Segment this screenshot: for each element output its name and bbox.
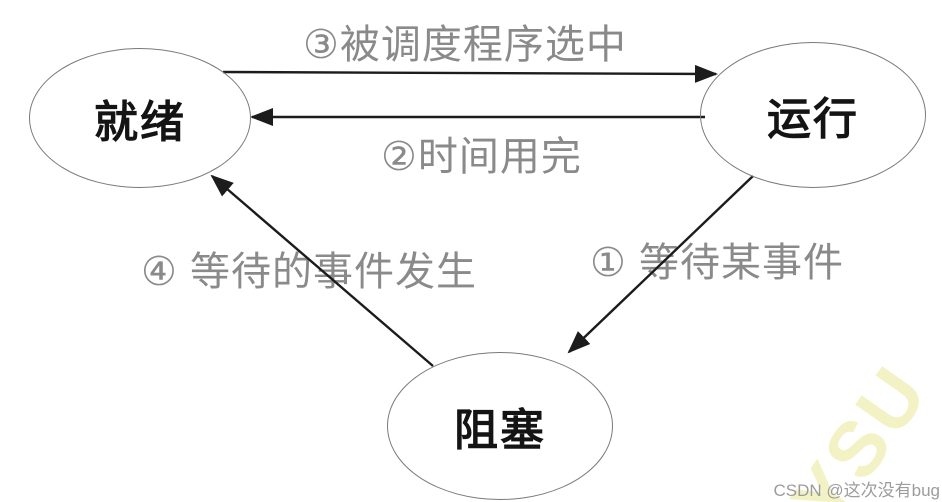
transition-label-scheduler-selected: ③被调度程序选中 xyxy=(303,23,627,67)
state-node-blocked: 阻塞 xyxy=(387,352,613,500)
state-label-running: 运行 xyxy=(767,95,859,144)
state-label-ready: 就绪 xyxy=(94,98,186,147)
arrow-ready-to-running xyxy=(222,64,718,83)
csdn-credit-watermark: CSDN @这次没有bug xyxy=(773,481,940,500)
arrow-running-to-blocked xyxy=(567,175,754,354)
state-node-running: 运行 xyxy=(700,42,926,188)
state-node-ready: 就绪 xyxy=(29,48,251,188)
arrow-blocked-to-ready xyxy=(210,174,434,367)
transition-label-time-slice-used: ②时间用完 xyxy=(381,135,582,179)
state-label-blocked: 阻塞 xyxy=(454,406,546,455)
transition-label-wait-for-event: ① 等待某事件 xyxy=(590,241,844,285)
transition-label-event-occurred: ④ 等待的事件发生 xyxy=(141,250,477,294)
